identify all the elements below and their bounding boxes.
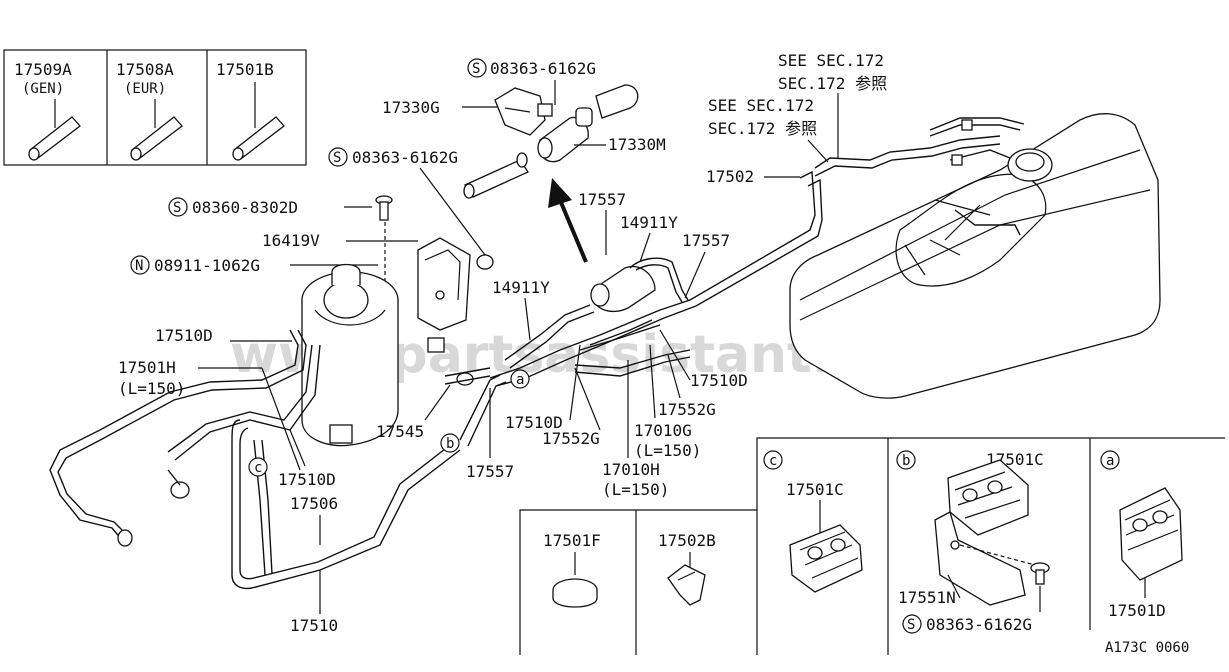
label-17510: 17510 (290, 616, 338, 635)
label-14911Y-left: 14911Y (492, 278, 550, 297)
inset-b-s-symbol-letter: S (907, 617, 915, 633)
hose-17501B-drawing (232, 82, 285, 161)
evap-canister (301, 263, 399, 447)
label-bolt-top: 08363-6162G (490, 59, 596, 78)
inset-b-symbol (896, 450, 916, 470)
hose-17509A-drawing (28, 99, 81, 161)
inset-b-label-17551N: 17551N (898, 588, 956, 607)
see-sec-lower-en: SEE SEC.172 (708, 96, 814, 115)
label-17510D-left: 17510D (155, 326, 213, 345)
label-17502: 17502 (706, 167, 754, 186)
bolt-08363-inset (1030, 562, 1050, 585)
symbol-b-main (440, 433, 460, 453)
label-nut: 08911-1062G (154, 256, 260, 275)
label-17010H-length: (L=150) (602, 480, 669, 499)
inset-a-label-17501D: 17501D (1108, 601, 1166, 620)
label-17010G: 17010G (634, 421, 692, 440)
label-17557-right: 17557 (682, 231, 730, 250)
clip-17501D (1119, 487, 1183, 581)
label-17330G: 17330G (382, 98, 440, 117)
direction-arrow (548, 178, 588, 263)
hose-17508A-drawing (130, 99, 183, 161)
clip-17502B (667, 564, 706, 606)
bottom-insets: 17501F 17502B c 17501C b 17501C (519, 437, 1225, 655)
inset-label-17502B: 17502B (658, 531, 716, 550)
solenoid-valve-assembly (463, 84, 639, 199)
see-sec-lower-jp: SEC.172 参照 (708, 119, 817, 138)
vapor-hoses-left (49, 329, 507, 590)
label-bolt-mid: 08363-6162G (352, 148, 458, 167)
symbol-c-main (248, 457, 268, 477)
inset-b-s-symbol (902, 614, 922, 634)
n-symbol-nut-letter: N (135, 258, 143, 274)
symbol-a-main (510, 369, 530, 389)
inset-hose-1-number: 17509A (14, 60, 72, 79)
clip-17501C-c (789, 524, 863, 593)
symbol-b-main-letter: b (446, 436, 454, 452)
symbol-c-main-letter: c (254, 460, 262, 476)
fuel-filter (504, 257, 689, 369)
n-symbol-nut (130, 255, 150, 275)
see-sec-upper-en: SEE SEC.172 (778, 51, 884, 70)
diagram-code: A173C 0060 (1105, 640, 1189, 656)
label-14911Y-upper: 14911Y (620, 213, 678, 232)
label-16419V: 16419V (262, 231, 320, 250)
s-symbol-bolt-mid (328, 147, 348, 167)
label-17010G-length: (L=150) (634, 441, 701, 460)
s-symbol-bolt-top-letter: S (472, 61, 480, 77)
hose-inset: 17509A (GEN) 17508A (EUR) 17501B (3, 49, 307, 166)
clip-17501C-b (947, 459, 1029, 536)
inset-c-symbol-letter: c (769, 453, 777, 469)
label-17506: 17506 (290, 494, 338, 513)
fuel-tank (789, 113, 1161, 399)
inset-b-label-bolt: 08363-6162G (926, 615, 1032, 634)
s-symbol-bolt-left-letter: S (173, 200, 181, 216)
label-17552G-center: 17552G (542, 429, 600, 448)
tank-fuel-pipes (814, 117, 1053, 236)
label-17510D-lower: 17510D (278, 470, 336, 489)
label-17557-upper: 17557 (578, 190, 626, 209)
bolt-left-drawing (375, 195, 393, 221)
inset-hose-1-region: (GEN) (22, 81, 64, 97)
label-17510D-right: 17510D (690, 371, 748, 390)
inset-a-symbol-letter: a (1106, 453, 1114, 469)
label-17545: 17545 (376, 422, 424, 441)
s-symbol-bolt-mid-letter: S (333, 150, 341, 166)
inset-c-label-17501C: 17501C (786, 480, 844, 499)
label-17501H-length: (L=150) (118, 379, 185, 398)
label-17552G-right: 17552G (658, 400, 716, 419)
bracket-17551N (934, 511, 1026, 606)
label-17010H: 17010H (602, 460, 660, 479)
inset-hose-3-number: 17501B (216, 60, 274, 79)
label-17330M: 17330M (608, 135, 666, 154)
s-symbol-bolt-top (467, 58, 487, 78)
s-symbol-bolt-left (168, 197, 188, 217)
label-17557-lower: 17557 (466, 462, 514, 481)
label-17510D-center: 17510D (505, 413, 563, 432)
cap-17501F (552, 578, 598, 608)
inset-a-symbol (1100, 450, 1120, 470)
inset-hose-2-number: 17508A (116, 60, 174, 79)
bracket-16419V (417, 237, 494, 353)
label-bolt-left: 08360-8302D (192, 198, 298, 217)
inset-label-17501F: 17501F (543, 531, 601, 550)
inset-b-symbol-letter: b (902, 453, 910, 469)
main-fuel-pipes (489, 170, 823, 387)
inset-hose-2-region: (EUR) (124, 81, 166, 97)
symbol-a-main-letter: a (516, 372, 524, 388)
label-17501H: 17501H (118, 358, 176, 377)
inset-c-symbol (763, 450, 783, 470)
see-sec-upper-jp: SEC.172 参照 (778, 74, 887, 93)
